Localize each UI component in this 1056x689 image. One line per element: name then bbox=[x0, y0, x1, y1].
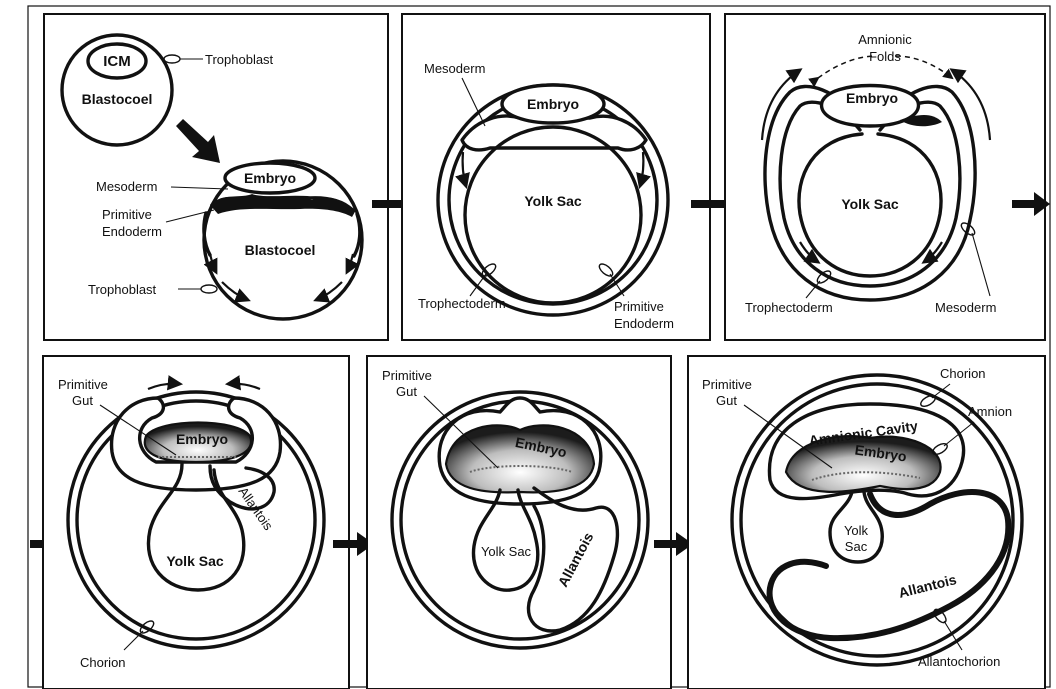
primitive-gut-label-6b: Gut bbox=[716, 393, 737, 408]
chorion-label-6: Chorion bbox=[940, 366, 986, 381]
embryo-label-4: Embryo bbox=[176, 431, 228, 447]
primitive-gut-label-4a: Primitive bbox=[58, 377, 108, 392]
allantochorion-label-6: Allantochorion bbox=[918, 654, 1000, 669]
panel-3-amnionic-folds: Embryo Yolk Sac Amnionic Folds Trophecto… bbox=[725, 14, 1045, 340]
primitive-gut-label-6a: Primitive bbox=[702, 377, 752, 392]
chorion-label-4: Chorion bbox=[80, 655, 126, 670]
panel-1-blastocyst: ICM Trophoblast Blastocoel Embryo Mesode… bbox=[44, 14, 388, 340]
yolk-sac-label-6b: Sac bbox=[845, 539, 868, 554]
primitive-gut-label-5b: Gut bbox=[396, 384, 417, 399]
embryo-label-3: Embryo bbox=[846, 90, 898, 106]
primitive-gut-label-5a: Primitive bbox=[382, 368, 432, 383]
mesoderm-label-2: Mesoderm bbox=[424, 61, 485, 76]
primitive-gut-label-4b: Gut bbox=[72, 393, 93, 408]
panel-5-allantois: Embryo Yolk Sac Allantois Primitive Gut bbox=[367, 356, 671, 689]
embryo-label-2: Embryo bbox=[527, 96, 579, 112]
trophectoderm-label-2: Trophectoderm bbox=[418, 296, 506, 311]
panel-6-allantochorion: Amnionic Cavity Embryo Yolk Sac Allantoi… bbox=[688, 356, 1045, 689]
primitive-endoderm-label-1a: Primitive bbox=[102, 207, 152, 222]
trophoblast-bottom-label: Trophoblast bbox=[88, 282, 157, 297]
trophectoderm-label-3: Trophectoderm bbox=[745, 300, 833, 315]
panel-4-primitive-gut: Embryo Yolk Sac Allantois Primitive Gut … bbox=[43, 356, 349, 689]
mesoderm-label-3: Mesoderm bbox=[935, 300, 996, 315]
icm-label: ICM bbox=[103, 53, 131, 70]
primitive-endoderm-label-2b: Endoderm bbox=[614, 316, 674, 331]
panel-2-yolk-sac: Embryo Yolk Sac Mesoderm Trophectoderm P… bbox=[402, 14, 710, 340]
yolk-sac-label-3: Yolk Sac bbox=[841, 196, 899, 212]
primitive-endoderm-label-2a: Primitive bbox=[614, 299, 664, 314]
blastocoel-label: Blastocoel bbox=[245, 242, 316, 258]
yolk-sac-label-2: Yolk Sac bbox=[524, 193, 582, 209]
yolk-sac-label-4: Yolk Sac bbox=[166, 553, 224, 569]
primitive-endoderm-label-1b: Endoderm bbox=[102, 224, 162, 239]
yolk-sac-label-6a: Yolk bbox=[844, 523, 869, 538]
trophoblast-top-label: Trophoblast bbox=[205, 52, 274, 67]
amnion-label-6: Amnion bbox=[968, 404, 1012, 419]
embryo-label-1: Embryo bbox=[244, 170, 296, 186]
blastocoel-top-label: Blastocoel bbox=[82, 91, 153, 107]
mesoderm-label-1: Mesoderm bbox=[96, 179, 157, 194]
yolk-sac-label-5: Yolk Sac bbox=[481, 544, 532, 559]
amnionic-folds-label-3a: Amnionic bbox=[858, 32, 912, 47]
